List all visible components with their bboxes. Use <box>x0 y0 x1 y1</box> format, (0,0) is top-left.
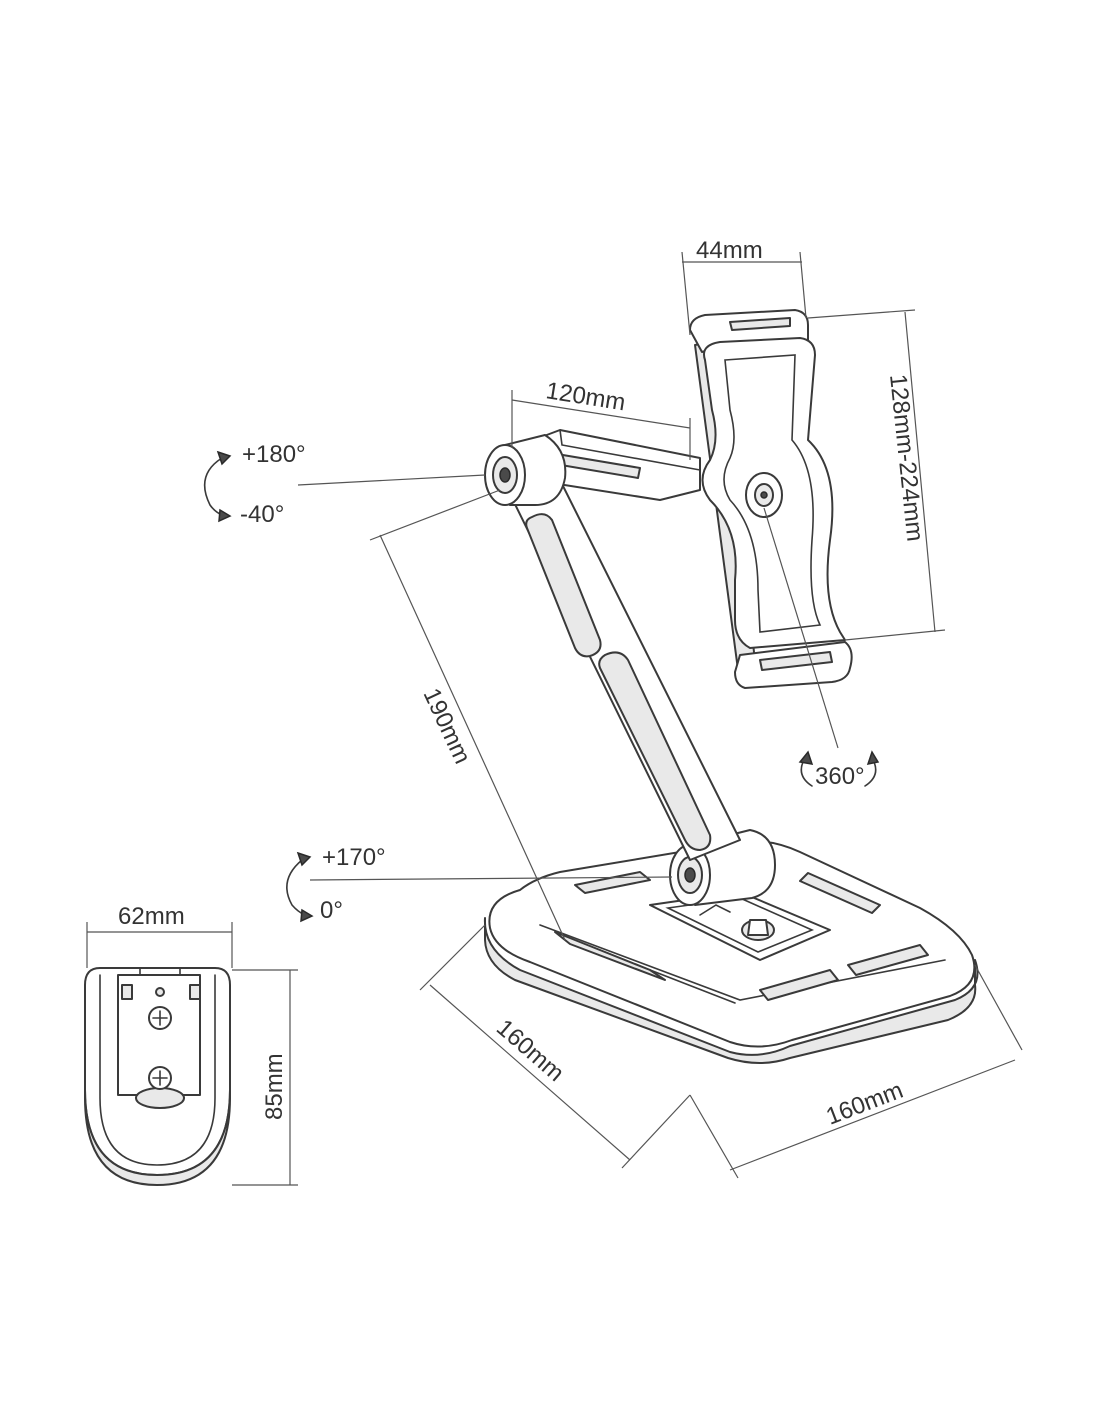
label-rotation: 360° <box>815 763 865 790</box>
bottom-rotation-arrow-icon <box>286 851 314 923</box>
rotate-360-arrow-icon <box>798 750 880 787</box>
label-base-depth: 160mm <box>491 1014 569 1087</box>
label-top-angle-plus: +180° <box>242 441 306 468</box>
tablet-holder <box>689 309 853 689</box>
wall-clip-part <box>84 967 231 1186</box>
label-bottom-angle-zero: 0° <box>320 897 343 924</box>
top-rotation-arrow-icon <box>203 450 232 523</box>
screw-icon <box>148 1066 172 1090</box>
label-base-width: 160mm <box>822 1077 906 1131</box>
screw-icon <box>148 1006 172 1030</box>
label-top-angle-minus: -40° <box>240 501 284 528</box>
stand-base <box>483 840 979 1064</box>
top-hinge <box>484 434 567 506</box>
dimension-lines <box>86 251 1023 1186</box>
label-clip-width: 62mm <box>118 903 185 930</box>
label-holder-range: 128mm-224mm <box>884 373 928 543</box>
label-bottom-angle-plus: +170° <box>322 844 386 871</box>
upright-arm <box>507 469 741 861</box>
label-holder-width: 44mm <box>696 237 763 264</box>
label-clip-height: 85mm <box>261 1053 288 1120</box>
label-arm-length: 120mm <box>544 377 627 416</box>
